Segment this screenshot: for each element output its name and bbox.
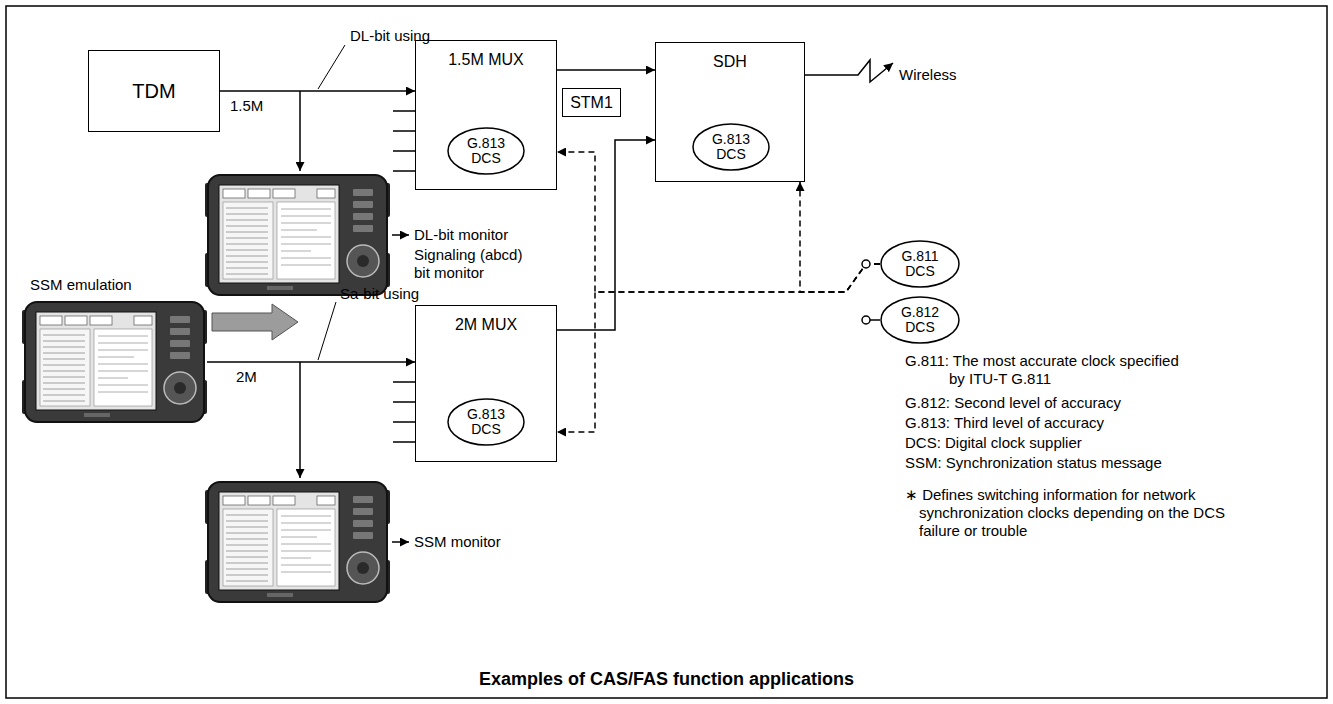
output-arrow (392, 234, 409, 236)
signal-note: DL-bit using (350, 27, 430, 45)
wireless-link (805, 60, 893, 82)
function-label: SSM emulation (30, 276, 132, 294)
ellipse-outline (881, 297, 959, 343)
tester-device (205, 482, 390, 602)
abbreviation-note: G.812: Second level of accuracy (905, 394, 1121, 412)
ellipse-outline (448, 128, 524, 174)
label-box: SSM monitor (414, 533, 501, 551)
node-text: G.813 DCS (462, 136, 510, 166)
node-text: G.811 DCS (896, 249, 944, 279)
caption-box: Examples of CAS/FAS function application… (0, 668, 1333, 690)
signal-line (207, 361, 415, 363)
figure-caption: Examples of CAS/FAS function application… (0, 668, 1333, 690)
tester-device (22, 302, 207, 422)
label-box: SSM emulation (30, 276, 132, 294)
mux-input-stubs (393, 382, 415, 442)
clock-ellipse: G.813 DCS (692, 123, 770, 171)
signal-name: 2M (236, 368, 257, 386)
node-text: SDH (713, 52, 747, 71)
label-box: ∗ Defines switching information for netw… (905, 486, 1235, 540)
terminal-box: TDM (88, 50, 220, 132)
label-box: 2M (236, 368, 257, 386)
label-box: SSM: Synchronization status message (905, 454, 1162, 472)
abbreviation-note: G.813: Third level of accuracy (905, 414, 1104, 432)
ellipse-outline (693, 124, 769, 170)
signal-connector (557, 69, 655, 71)
clock-ellipse: G.813 DCS (447, 127, 525, 175)
node-text: G.812 DCS (896, 305, 944, 335)
node-text: G.813 DCS (707, 132, 755, 162)
link-label: Wireless (899, 66, 957, 84)
node-text: TDM (132, 80, 175, 103)
leader-line (318, 45, 345, 89)
signal-connector (557, 140, 655, 330)
clock-ellipse: G.811 DCS (880, 240, 960, 288)
signal-note: Sa-bit using (340, 285, 419, 303)
label-box: DL-bit monitor (414, 226, 508, 244)
ellipse-outline (448, 399, 524, 445)
function-label: Signaling (abcd) bit monitor (414, 246, 532, 282)
clock-connector (557, 264, 880, 432)
label-box: Wireless (899, 66, 957, 84)
monitor-tap (299, 91, 301, 171)
ellipse-outline (881, 241, 959, 287)
clock-ellipse: G.812 DCS (880, 296, 960, 344)
label-box: Signaling (abcd) bit monitor (414, 246, 532, 282)
switch-terminal (862, 316, 870, 324)
monitor-tap (299, 362, 301, 478)
clock-connector (800, 182, 880, 292)
node-text: STM1 (570, 93, 613, 112)
node-text: 1.5M MUX (448, 50, 524, 69)
outer-frame (6, 6, 1327, 698)
label-box: G.812: Second level of accuracy (905, 394, 1121, 412)
mux-box: 2M MUX G.813 DCS (415, 305, 557, 462)
clock-ellipse: G.813 DCS (447, 398, 525, 446)
label-box: G.813: Third level of accuracy (905, 414, 1104, 432)
switch-terminal (862, 260, 870, 268)
function-label: DL-bit monitor (414, 226, 508, 244)
switch-wire (870, 319, 880, 321)
node-text: G.813 DCS (462, 407, 510, 437)
label-box: DL-bit using (350, 27, 430, 45)
label-box: Sa-bit using (340, 285, 419, 303)
output-arrow (392, 541, 409, 543)
signal-box: STM1 (562, 88, 621, 117)
label-box: DCS: Digital clock supplier (905, 434, 1082, 452)
abbreviation-note: SSM: Synchronization status message (905, 454, 1162, 472)
signal-name: 1.5M (230, 97, 263, 115)
node-text: 2M MUX (455, 315, 517, 334)
abbreviation-note: G.811: The most accurate clock specified… (905, 352, 1190, 388)
leader-line (318, 302, 336, 360)
sdh-box: SDH G.813 DCS (655, 42, 805, 182)
signal-connector (220, 90, 415, 92)
emulation-arrow (212, 304, 298, 340)
mux-box: 1.5M MUX G.813 DCS (415, 40, 557, 190)
mux-input-stubs (393, 111, 415, 171)
abbreviation-note: DCS: Digital clock supplier (905, 434, 1082, 452)
tester-device (205, 175, 390, 295)
footnote: ∗ Defines switching information for netw… (905, 486, 1235, 540)
label-box: G.811: The most accurate clock specified… (905, 352, 1190, 388)
function-label: SSM monitor (414, 533, 501, 551)
edge-label-box: 1.5M (230, 97, 263, 115)
